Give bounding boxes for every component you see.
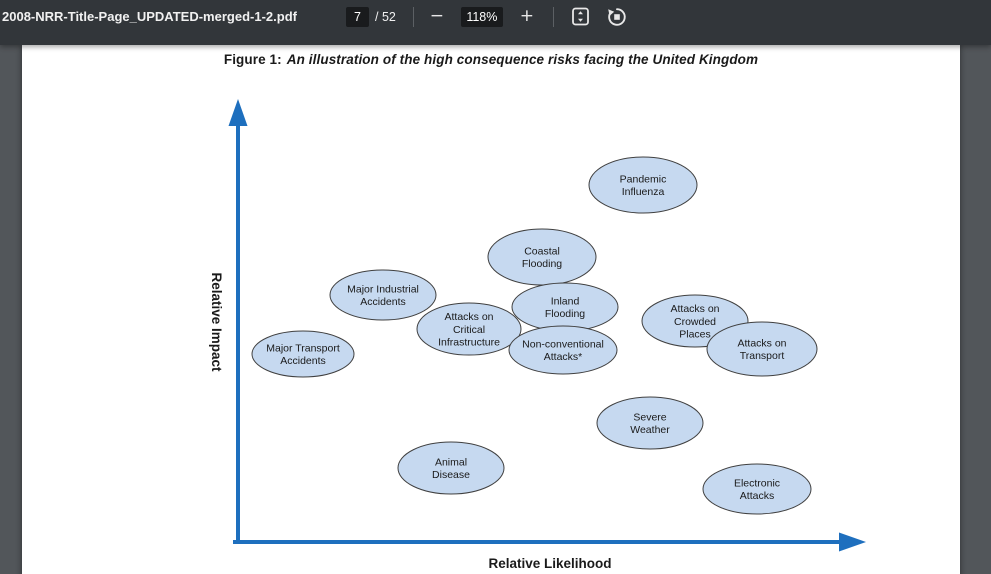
figure-title: Figure 1: An illustration of the high con… — [22, 52, 960, 67]
rotate-icon — [607, 7, 627, 27]
zoom-out-button[interactable]: − — [428, 5, 446, 29]
y-axis-label: Relative Impact — [209, 272, 224, 372]
risk-bubble-pandemic-influenza — [588, 156, 698, 214]
toolbar-separator-2 — [552, 6, 554, 27]
risk-bubble-electronic-attacks — [702, 463, 812, 515]
y-axis-arrowhead — [228, 99, 248, 126]
toolbar-separator — [412, 6, 414, 27]
figure-title-prefix: Figure 1: — [223, 52, 282, 67]
risk-bubble-attacks-on-critical-infrastructure — [416, 302, 522, 356]
x-axis-label: Relative Likelihood — [488, 556, 611, 571]
pdf-toolbar: 2008-NRR-Title-Page_UPDATED-merged-1-2.p… — [0, 0, 991, 45]
risk-bubble-attacks-on-transport — [706, 321, 818, 377]
risk-diagram: Relative Impact Relative Likelihood Pand… — [209, 99, 866, 571]
risk-bubble-major-industrial-accidents — [329, 269, 437, 321]
risk-bubble-major-transport-accidents — [251, 330, 355, 378]
figure-title-text: An illustration of the high consequence … — [286, 52, 759, 67]
toolbar-controls: / 52 − 118% + — [346, 0, 630, 33]
fit-to-page-button[interactable] — [568, 5, 594, 29]
x-axis-arrowhead — [839, 532, 866, 552]
zoom-in-icon: + — [519, 6, 534, 26]
risk-bubble-animal-disease — [397, 441, 505, 495]
pdf-page: Figure 1: An illustration of the high con… — [22, 45, 960, 574]
pdf-toolbar-row: 2008-NRR-Title-Page_UPDATED-merged-1-2.p… — [0, 0, 991, 33]
rotate-button[interactable] — [604, 5, 630, 29]
zoom-in-button[interactable]: + — [518, 5, 536, 29]
risk-bubble-severe-weather — [596, 396, 704, 450]
fit-to-page-icon — [571, 7, 590, 26]
document-filename: 2008-NRR-Title-Page_UPDATED-merged-1-2.p… — [2, 9, 297, 24]
page-number-input[interactable] — [346, 6, 369, 27]
zoom-level[interactable]: 118% — [460, 6, 503, 27]
zoom-out-icon: − — [429, 6, 444, 26]
page-count-label: / 52 — [375, 9, 396, 24]
risk-bubble-non-conventional-attacks — [508, 325, 618, 375]
